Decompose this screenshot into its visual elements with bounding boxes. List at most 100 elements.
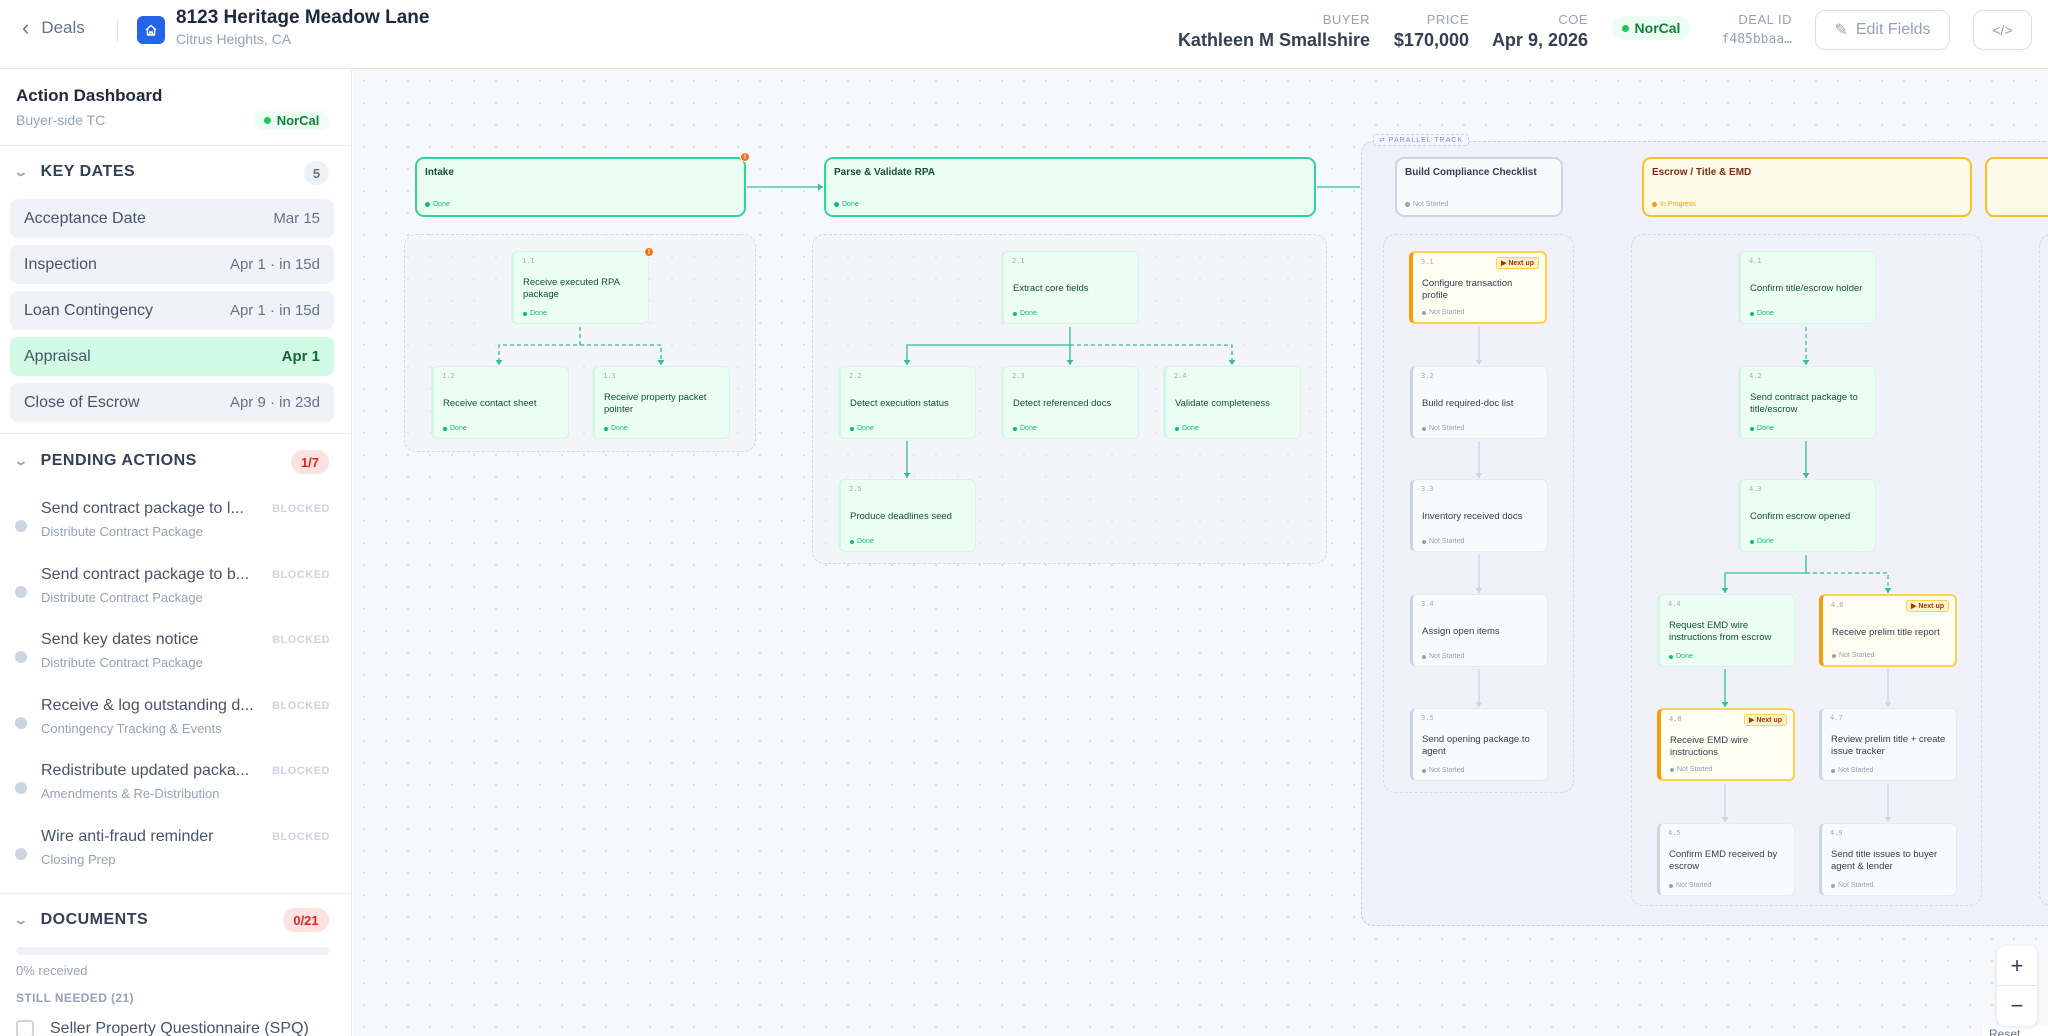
task-id: 3.1 — [1421, 258, 1434, 266]
task-id: 4.2 — [1749, 372, 1762, 380]
phase-status: In Progress — [1652, 201, 1696, 208]
top-header: ‹ Deals 8123 Heritage Meadow Lane Citrus… — [0, 0, 2048, 69]
task-title: Receive EMD wire instructions — [1670, 735, 1749, 758]
edge-line — [580, 344, 662, 365]
arrowhead-icon — [1802, 360, 1810, 365]
task-status: Done — [1175, 425, 1199, 432]
task-title: Validate completeness — [1175, 398, 1270, 409]
task-status-label: Done — [1020, 310, 1037, 317]
edge-line — [906, 344, 1070, 365]
status-dot-icon — [1405, 202, 1410, 207]
pending-action-title: Send contract package to l... — [41, 500, 244, 517]
task-id: 2.3 — [1012, 372, 1025, 380]
phase-card[interactable]: Escrow / Title & EMD In Progress — [1642, 157, 1972, 217]
status-dot-icon — [1750, 426, 1754, 431]
arrowhead-icon — [1884, 588, 1892, 593]
back-to-deals-link[interactable]: ‹ Deals — [22, 17, 85, 39]
document-item[interactable]: Seller Property Questionnaire (SPQ) — [16, 1020, 309, 1036]
code-view-button[interactable]: </> — [1973, 10, 2032, 50]
phase-title: Escrow / Title & EMD — [1652, 167, 1752, 178]
task-status: Done — [1750, 310, 1774, 317]
zoom-out-button[interactable]: − — [2010, 993, 2024, 1018]
phase-card-offscreen[interactable] — [1985, 157, 2048, 217]
status-dot-icon — [443, 426, 447, 431]
arrowhead-icon — [1884, 702, 1892, 707]
zoom-in-button[interactable]: + — [1997, 946, 2037, 986]
status-dot-icon — [1422, 654, 1426, 659]
phase-status-label: Done — [433, 201, 450, 208]
pending-action-item[interactable]: Redistribute updated packa...Amendments … — [0, 762, 351, 822]
price-label: PRICE — [1426, 12, 1469, 27]
task-title: Produce deadlines seed — [850, 511, 952, 522]
task-status: Not Started — [1422, 767, 1464, 774]
region-label: NorCal — [276, 113, 320, 128]
arrowhead-icon — [1721, 702, 1729, 707]
task-title: Extract core fields — [1013, 283, 1089, 294]
status-dot-icon — [1750, 311, 1754, 316]
pending-action-phase: Amendments & Re-Distribution — [41, 786, 220, 801]
task-status: Done — [1750, 425, 1774, 432]
task-title: Review prelim title + create issue track… — [1831, 734, 1946, 757]
phase-status-label: Done — [842, 201, 859, 208]
task-status-label: Done — [1676, 653, 1693, 660]
pending-actions-count: 1/7 — [291, 450, 329, 474]
pending-actions-header[interactable]: ⌄ PENDING ACTIONS — [13, 452, 197, 470]
task-status-label: Done — [530, 310, 547, 317]
phase-status-label: Not Started — [1413, 201, 1449, 208]
pending-action-item[interactable]: Receive & log outstanding d...Contingenc… — [0, 697, 351, 757]
checkbox[interactable] — [16, 1020, 34, 1036]
pending-action-status: BLOCKED — [272, 699, 330, 712]
key-dates-header[interactable]: ⌄ KEY DATES — [13, 163, 135, 181]
pending-action-item[interactable]: Send contract package to b...Distribute … — [0, 566, 351, 626]
reset-flow-button[interactable]: Reset Flow — [1983, 1025, 2048, 1036]
task-id: 4.5 — [1668, 829, 1681, 837]
edit-fields-button[interactable]: ✎ Edit Fields — [1815, 10, 1950, 50]
documents-header[interactable]: ⌄ DOCUMENTS — [13, 911, 148, 929]
task-id: 4.4 — [1668, 600, 1681, 608]
status-dot-icon — [1422, 426, 1426, 431]
status-dot-icon — [850, 426, 854, 431]
task-id: 3.2 — [1421, 372, 1434, 380]
task-status-label: Not Started — [1429, 653, 1465, 660]
task-status-label: Done — [857, 538, 874, 545]
key-date-label: Loan Contingency — [24, 301, 153, 319]
pending-action-phase: Distribute Contract Package — [41, 524, 203, 539]
region-label: NorCal — [1634, 20, 1681, 36]
header-divider — [117, 18, 118, 42]
arrowhead-icon — [1475, 588, 1483, 593]
pending-action-item[interactable]: Send contract package to l... Distribute … — [0, 500, 351, 560]
